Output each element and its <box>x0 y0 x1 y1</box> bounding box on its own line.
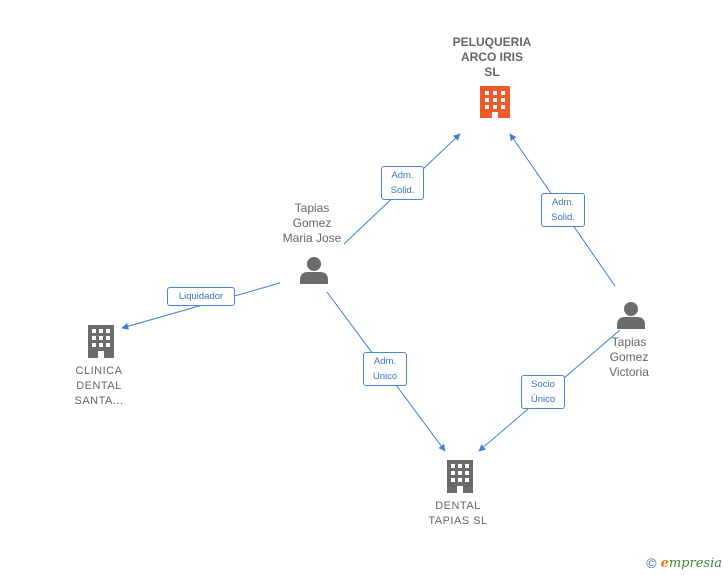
edge-label-line: Socio <box>531 379 555 390</box>
edge-label-line: Solid. <box>551 212 575 223</box>
node-label-maria-jose[interactable]: Tapias Gomez Maria Jose <box>252 201 372 246</box>
node-label-line: TAPIAS SL <box>428 515 488 527</box>
person-icon-victoria[interactable] <box>617 302 645 329</box>
node-label-line: CLINICA <box>75 365 123 377</box>
node-label-line: Maria Jose <box>282 231 342 245</box>
node-label-clinica[interactable]: CLINICA DENTAL SANTA... <box>39 364 159 409</box>
copyright-icon: © <box>646 555 657 571</box>
node-label-line: SANTA... <box>74 395 124 407</box>
edge-label-line: Liquidador <box>178 291 224 302</box>
edge-label-line: Unico <box>372 371 398 382</box>
edge-label-victoria-dental[interactable]: Socio Único <box>521 375 565 409</box>
node-label-dental-tapias[interactable]: DENTAL TAPIAS SL <box>398 499 518 529</box>
node-label-peluqueria[interactable]: PELUQUERIA ARCO IRIS SL <box>432 35 552 80</box>
edge-label-line: Solid. <box>390 185 415 196</box>
edge-label-maria-clinica[interactable]: Liquidador <box>167 287 235 306</box>
node-label-line: SL <box>484 65 500 79</box>
building-icon-dental-tapias[interactable] <box>447 460 473 493</box>
person-icon-maria-jose[interactable] <box>300 257 328 284</box>
building-icon-main[interactable] <box>480 86 510 118</box>
node-label-line: ARCO IRIS <box>460 50 523 64</box>
node-label-line: Gomez <box>609 350 649 364</box>
edge-label-line: Adm. <box>551 197 575 208</box>
node-label-line: DENTAL <box>76 380 122 392</box>
edge-label-victoria-peluqueria[interactable]: Adm. Solid. <box>541 193 585 227</box>
node-label-line: Tapias <box>611 335 647 349</box>
building-icon-clinica[interactable] <box>88 325 114 358</box>
brand-initial: e <box>660 555 669 571</box>
edge-label-line: Adm. <box>391 170 414 181</box>
footer-brand[interactable]: © empresia <box>646 555 722 571</box>
edge-label-maria-dental[interactable]: Adm. Unico <box>363 352 407 386</box>
edge-label-maria-peluqueria[interactable]: Adm. Solid. <box>381 166 424 200</box>
edge-label-line: Único <box>530 394 556 405</box>
edge-label-line: Adm. <box>373 356 397 367</box>
node-label-line: Gomez <box>292 216 332 230</box>
brand-logo: empresia <box>661 556 722 571</box>
brand-name: mpresia <box>668 555 722 571</box>
node-label-line: PELUQUERIA <box>452 35 532 49</box>
node-label-line: Tapias <box>294 201 330 215</box>
node-label-line: DENTAL <box>435 500 481 512</box>
node-label-line: Victoria <box>609 365 649 379</box>
node-label-victoria[interactable]: Tapias Gomez Victoria <box>569 335 689 380</box>
